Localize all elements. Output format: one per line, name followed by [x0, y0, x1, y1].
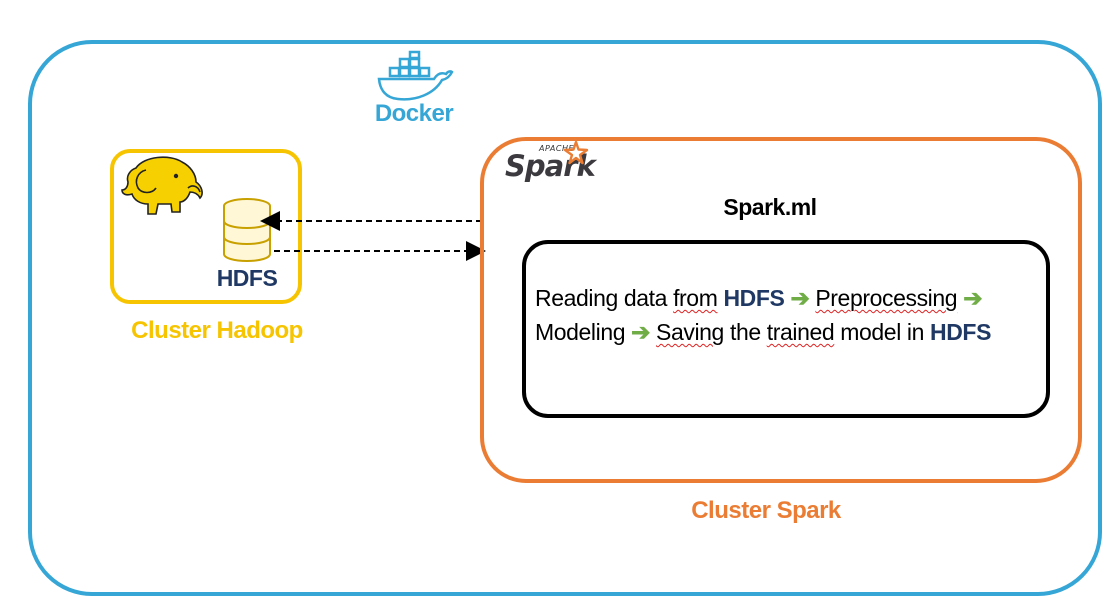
spark-cluster-box — [480, 137, 1082, 483]
hdfs-label: HDFS — [216, 265, 278, 291]
spark-logo: APACHE Spark — [505, 140, 596, 183]
docker-container-box — [28, 40, 1102, 596]
pipeline-hdfs-destination: HDFS — [930, 319, 992, 345]
pipeline-description: Reading data from HDFS ➔ Preprocessing ➔… — [535, 281, 991, 349]
spark-ml-label: Spark.ml — [723, 194, 817, 220]
docker-label: Docker — [374, 100, 454, 127]
pipeline-line-2: Modeling ➔ Saving the trained model in H… — [535, 315, 991, 349]
pipeline-step-saving-model: model in — [840, 319, 925, 345]
spark-star-icon — [563, 140, 589, 165]
pipeline-arrow-icon: ➔ — [631, 319, 651, 345]
pipeline-step-modeling: Modeling — [535, 319, 626, 345]
pipeline-arrow-icon: ➔ — [790, 285, 810, 311]
pipeline-step-1-word-1: Reading — [535, 285, 618, 311]
pipeline-line-1: Reading data from HDFS ➔ Preprocessing ➔ — [535, 281, 991, 315]
pipeline-step-saving: Saving — [656, 319, 724, 345]
pipeline-hdfs-source: HDFS — [723, 285, 785, 311]
spark-cluster-label: Cluster Spark — [691, 497, 841, 524]
hadoop-cluster-label: Cluster Hadoop — [131, 317, 303, 344]
pipeline-step-1-word-2: data — [623, 285, 668, 311]
pipeline-step-preprocessing: Preprocessing — [815, 285, 958, 311]
pipeline-step-saving-the: the — [729, 319, 761, 345]
spark-logo-small-text: APACHE — [539, 144, 575, 153]
pipeline-step-saving-trained: trained — [766, 319, 835, 345]
docker-whale-icon — [377, 50, 454, 101]
hadoop-cluster-box — [110, 149, 302, 304]
spark-ml-pipeline-box — [522, 240, 1050, 418]
hadoop-elephant-icon — [121, 156, 203, 215]
pipeline-arrow-icon: ➔ — [963, 285, 983, 311]
pipeline-step-1-word-3: from — [673, 285, 718, 311]
